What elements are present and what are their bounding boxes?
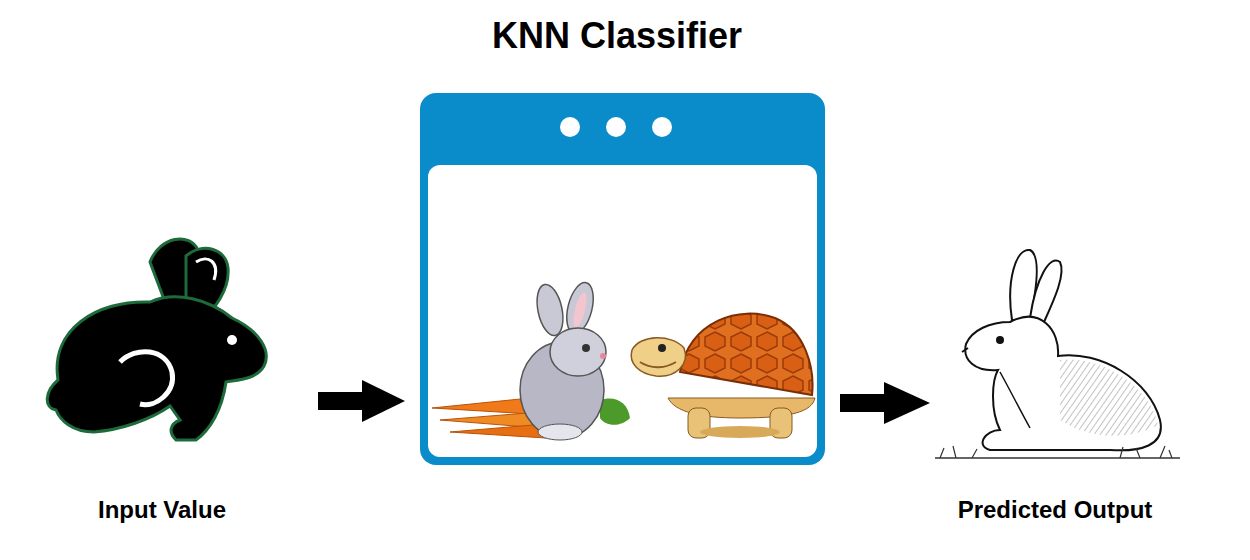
output-rabbit-sketch bbox=[935, 250, 1180, 458]
caption-label: Input Value bbox=[98, 496, 226, 524]
flow-arrow bbox=[318, 380, 405, 422]
grey-rabbit bbox=[520, 280, 606, 440]
turtle bbox=[631, 314, 815, 438]
caption-label: Predicted Output bbox=[958, 496, 1153, 524]
diagram-title: KNN Classifier bbox=[492, 15, 742, 57]
input-rabbit-icon bbox=[47, 239, 266, 440]
flow-arrow bbox=[840, 382, 930, 424]
classifier-window bbox=[420, 93, 825, 465]
